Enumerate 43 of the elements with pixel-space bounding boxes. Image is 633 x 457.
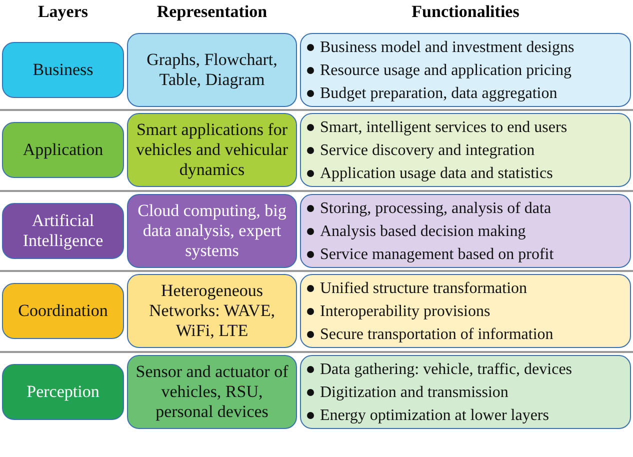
representation-text: Smart applications for vehicles and vehicular dynamics	[135, 120, 289, 180]
layer-name: Business	[32, 60, 94, 80]
layer-box	[2, 42, 124, 98]
functionality-text: Analysis based decision making	[320, 222, 526, 242]
layer-box	[2, 283, 124, 339]
representation-text: Graphs, Flowchart, Table, Diagram	[146, 50, 278, 90]
functionality-text: Smart, intelligent services to end users	[320, 118, 568, 138]
representation-text: Cloud computing, big data analysis, expert systems	[136, 201, 288, 261]
layer-name: Perception	[26, 382, 100, 402]
representation-box	[127, 355, 297, 429]
functionality-text: Application usage data and statistics	[320, 164, 553, 184]
representation-text: Heterogeneous Networks: WAVE, WiFi, LTE	[148, 281, 276, 341]
representation-box	[127, 113, 297, 187]
functionality-text: Energy optimization at lower layers	[320, 406, 549, 426]
functionality-text: Business model and investment designs	[320, 38, 574, 58]
column-header: Functionalities	[410, 2, 520, 22]
functionality-box	[300, 113, 631, 187]
functionality-text: Data gathering: vehicle, traffic, devices	[320, 360, 572, 380]
column-header: Representation	[156, 2, 268, 22]
functionality-text: Service management based on profit	[320, 244, 554, 264]
functionality-text: Storing, processing, analysis of data	[320, 198, 552, 218]
functionality-text: Service discovery and integration	[320, 140, 535, 160]
functionality-box	[300, 274, 631, 348]
column-header: Layers	[36, 2, 90, 22]
layer-box	[2, 364, 124, 420]
representation-box	[127, 194, 297, 268]
representation-box	[127, 33, 297, 107]
representation-box	[127, 274, 297, 348]
functionality-text: Digitization and transmission	[320, 382, 508, 402]
layer-name: Coordination	[18, 301, 108, 321]
representation-text: Sensor and actuator of vehicles, RSU, personal devices	[134, 362, 290, 422]
functionality-box	[300, 33, 631, 107]
functionality-text: Resource usage and application pricing	[320, 60, 572, 80]
layer-name: Artificial Intelligence	[22, 211, 104, 251]
layer-box	[2, 203, 124, 259]
functionality-box	[300, 194, 631, 268]
layer-box	[2, 122, 124, 178]
functionality-text: Interoperability provisions	[320, 302, 490, 322]
functionality-text: Unified structure transformation	[320, 278, 528, 298]
functionality-text: Secure transportation of information	[320, 324, 554, 344]
functionality-box	[300, 355, 631, 429]
layer-name: Application	[22, 140, 104, 160]
functionality-text: Budget preparation, data aggregation	[320, 84, 558, 104]
